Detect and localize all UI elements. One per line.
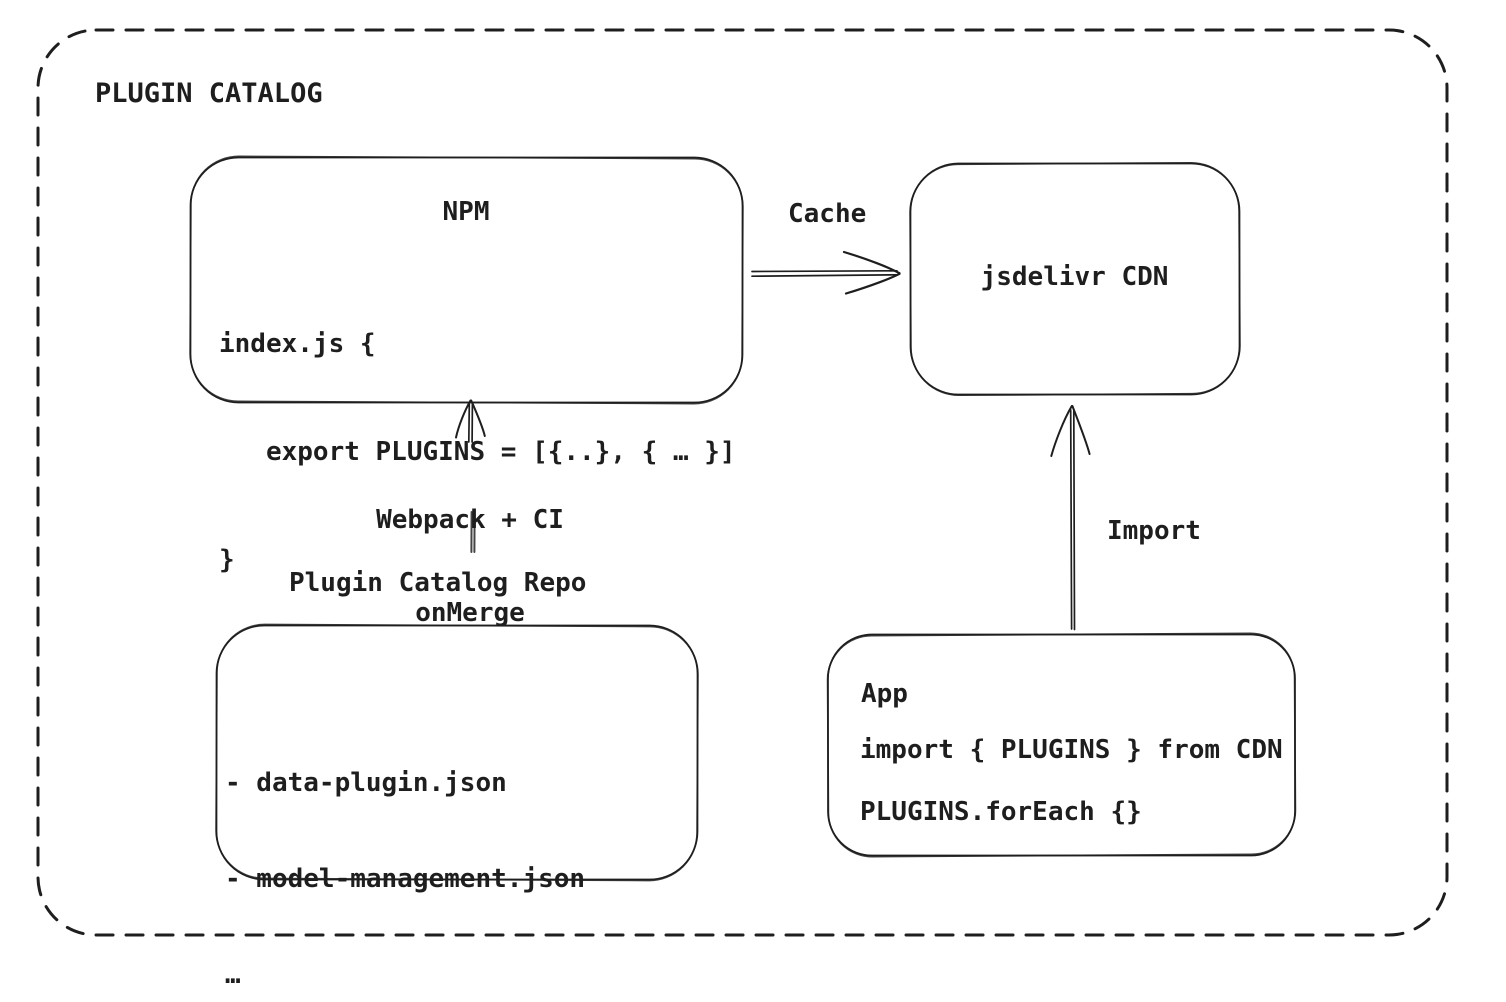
npm-box-shape — [189, 155, 744, 405]
repo-file-item: … — [225, 960, 241, 990]
cache-edge-label: Cache — [788, 199, 867, 229]
npm-node-title: NPM — [442, 197, 490, 227]
cache-arrow — [751, 250, 901, 295]
repo-file-item: - model-management.json — [225, 864, 586, 894]
repo-node-title: Plugin Catalog Repo — [289, 568, 587, 598]
import-edge-label: Import — [1107, 516, 1201, 546]
catalog-boundary — [36, 28, 1449, 937]
npm-code-line: } — [219, 545, 235, 575]
import-arrow — [1050, 405, 1091, 631]
cdn-box-shape — [909, 161, 1241, 397]
app-node-title: App — [861, 679, 908, 709]
npm-code-block: index.js { export PLUGINS = [{..}, { … }… — [219, 254, 736, 650]
diagram-title: PLUGIN CATALOG — [95, 78, 323, 109]
npm-code-line: export PLUGINS = [{..}, { … }] — [219, 437, 736, 467]
app-box-shape — [826, 632, 1297, 858]
cdn-node-title: jsdelivr CDN — [980, 262, 1169, 292]
app-code-line: import { PLUGINS } from CDN — [860, 735, 1283, 765]
build-edge-label-line: onMerge — [415, 598, 525, 628]
repo-box-shape — [215, 623, 699, 882]
build-arrow — [455, 399, 486, 553]
repo-file-list: - data-plugin.json - model-management.js… — [225, 703, 585, 1002]
build-edge-label: Webpack + CI onMerge — [329, 443, 611, 691]
app-code-line: PLUGINS.forEach {} — [860, 797, 1142, 827]
npm-code-line: index.js { — [219, 329, 376, 359]
repo-file-item: - data-plugin.json — [225, 768, 507, 798]
build-edge-label-line: Webpack + CI — [376, 505, 564, 535]
